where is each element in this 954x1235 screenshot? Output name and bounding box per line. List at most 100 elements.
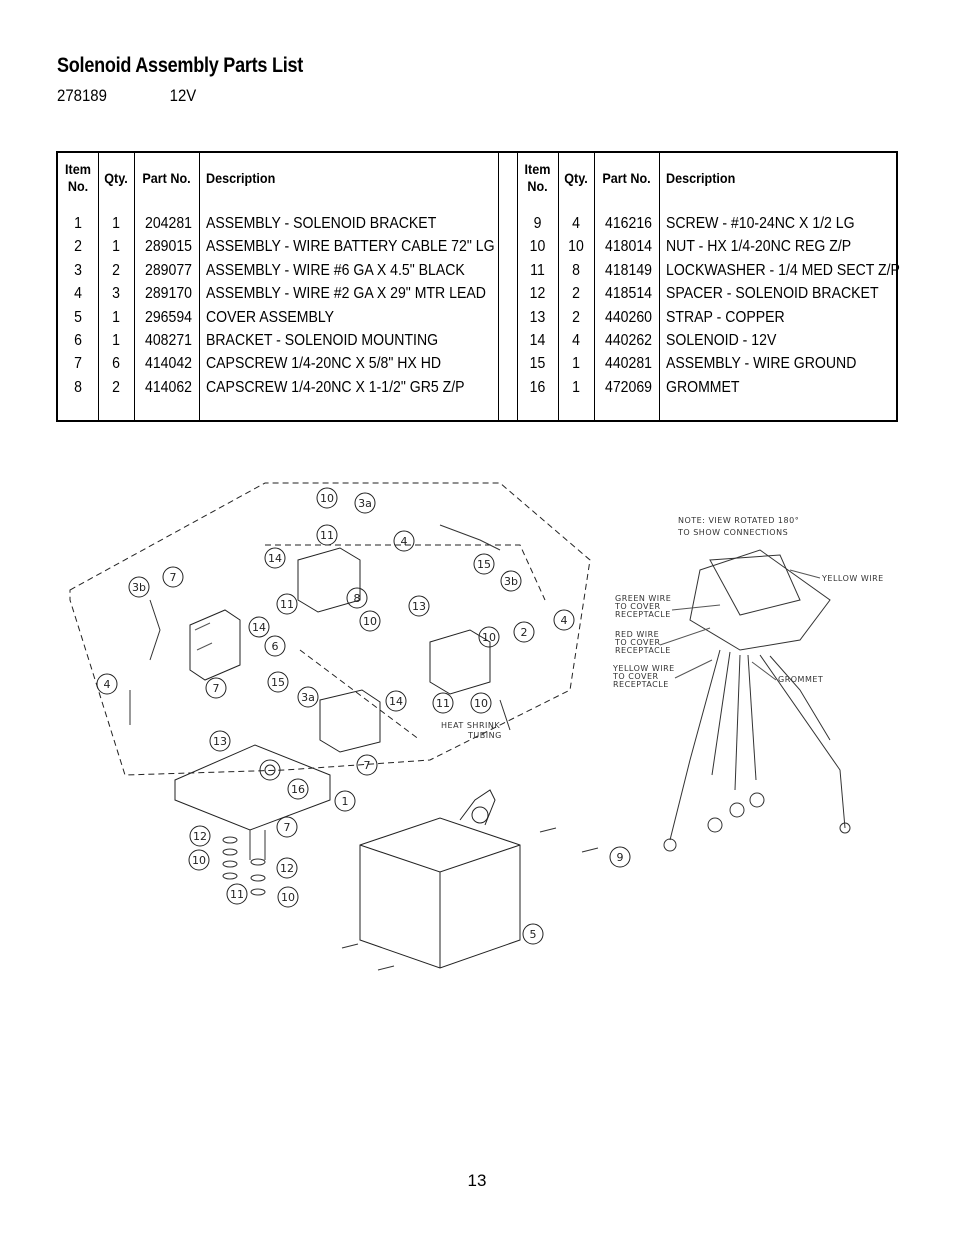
svg-text:11: 11 [230,888,244,901]
svg-text:6: 6 [272,640,279,653]
callout: 5 [522,923,544,945]
note-text: RED WIRE [615,630,659,639]
svg-text:11: 11 [280,598,294,611]
table-cell: 15 [529,355,546,373]
table-cell: 289170 [145,285,192,303]
column-divider [98,153,99,420]
table-cell: COVER ASSEMBLY [206,308,335,326]
svg-text:10: 10 [363,615,377,628]
table-cell: 440281 [605,355,652,373]
callout: 11 [316,524,338,546]
table-cell: CAPSCREW 1/4-20NC X 1-1/2" GR5 Z/P [206,378,465,396]
callout: 13 [209,730,231,752]
table-cell: ASSEMBLY - SOLENOID BRACKET [206,215,437,232]
grommet-hole-inner [264,764,276,776]
exploded-view-diagram: 10 3a 11 4 14 15 7 3b 8 13 10 11 3b 4 14… [69,482,883,971]
model-number: 278189 [57,86,107,105]
table-cell: 1 [112,308,120,326]
table-cell: 4 [572,215,580,232]
cover-box [359,789,521,969]
callout: 11 [226,883,248,905]
svg-text:10: 10 [474,697,488,710]
note-text: YELLOW WIRE [612,664,675,673]
svg-text:12: 12 [193,830,207,843]
svg-text:8: 8 [354,592,361,605]
svg-text:4: 4 [401,535,408,548]
callout: 10 [359,610,381,632]
callout: 2 [513,621,535,643]
callout: 14 [264,547,286,569]
mounting-plate [174,744,331,831]
callout: 8 [346,587,368,609]
svg-text:3a: 3a [358,497,372,510]
column-divider [558,153,559,420]
table-cell: 2 [74,238,82,256]
table-cell: BRACKET - SOLENOID MOUNTING [206,332,439,350]
fastener-stack [222,830,266,896]
table-cell: 1 [112,332,120,350]
note-text: TUBING [467,731,502,740]
column-divider [199,153,200,420]
callout: 15 [473,553,495,575]
svg-text:10: 10 [482,631,496,644]
table-cell: 4 [74,285,82,303]
note-text: NOTE: VIEW ROTATED 180° [678,516,799,525]
svg-text:10: 10 [281,891,295,904]
column-part-no: 416216 418014 418149 418514 440260 44026… [601,212,652,399]
header-description: Description [206,170,276,186]
table-cell: 416216 [605,215,652,232]
note-text: HEAT SHRINK [441,721,500,730]
table-cell: SPACER - SOLENOID BRACKET [666,285,879,303]
callout: 14 [248,616,270,638]
table-cell: 2 [112,261,120,279]
table-cell: 12 [529,285,546,303]
table-cell: 10 [568,238,584,256]
callout: 12 [189,825,211,847]
column-qty: 1 1 2 3 1 1 6 2 [100,212,132,399]
svg-text:4: 4 [104,678,111,691]
table-cell: 408271 [145,332,192,350]
table-cell: CAPSCREW 1/4-20NC X 5/8" HX HD [206,355,442,373]
column-divider [594,153,595,420]
callout: 3a [297,686,319,708]
callout: 11 [432,692,454,714]
table-cell: 1 [74,215,82,232]
svg-text:11: 11 [436,697,450,710]
table-cell: 2 [572,285,580,303]
svg-text:7: 7 [284,821,291,834]
table-cell: 472069 [605,378,652,396]
table-cell: 8 [74,378,82,396]
table-cell: 3 [112,285,120,303]
table-cell: 1 [112,238,120,256]
callout: 7 [162,566,184,588]
svg-text:7: 7 [364,759,371,772]
svg-text:5: 5 [530,928,537,941]
note-leaders [659,569,821,681]
callout: 13 [408,595,430,617]
callout: 3b [500,570,522,592]
svg-text:9: 9 [617,851,624,864]
callout: 11 [276,593,298,615]
note-text: GREEN WIRE [615,594,671,603]
note-text: RECEPTACLE [613,680,669,689]
svg-text:2: 2 [521,626,528,639]
table-cell: ASSEMBLY - WIRE #6 GA X 4.5" BLACK [206,261,465,279]
svg-text:12: 12 [280,862,294,875]
table-cell: 414062 [145,378,192,396]
cables [129,524,511,731]
table-cell: 8 [572,261,580,279]
table-cell: 9 [533,215,542,232]
svg-text:13: 13 [213,735,227,748]
column-divider [134,153,135,420]
svg-text:3b: 3b [132,581,146,594]
svg-text:4: 4 [561,614,568,627]
note-text: TO COVER [612,672,659,681]
table-cell: 14 [529,332,546,350]
callout: 9 [609,846,631,868]
table-cell: STRAP - COPPER [666,308,785,326]
column-description: ASSEMBLY - SOLENOID BRACKET ASSEMBLY - W… [206,212,495,399]
callout: 10 [277,886,299,908]
header-description: Description [666,170,736,186]
